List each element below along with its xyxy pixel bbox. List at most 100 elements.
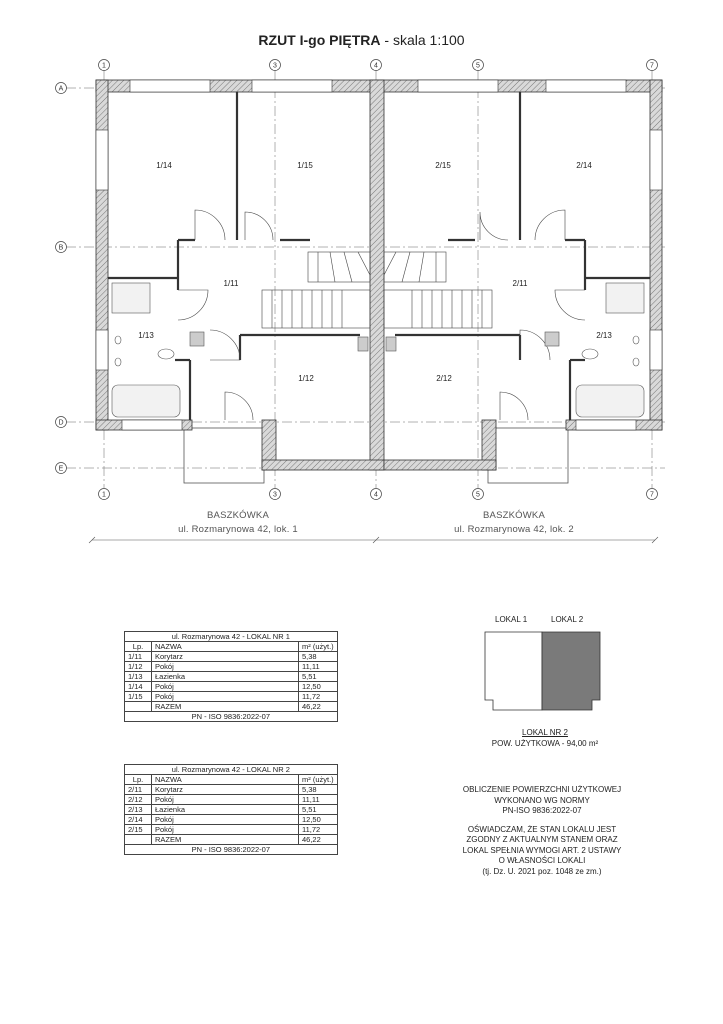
certification-notes: OBLICZENIE POWIERZCHNI UŻYTKOWEJ WYKONAN… [452, 785, 632, 885]
note-line: LOKAL SPEŁNIA WYMOGI ART. 2 USTAWY [462, 845, 622, 855]
note-line: (tj. Dz. U. 2021 poz. 1048 ze zm.) [482, 866, 602, 876]
bathroom-fixtures [111, 282, 645, 418]
interior-walls [108, 92, 650, 420]
total-value: 46,22 [298, 701, 338, 712]
cell-name: Pokój [151, 824, 299, 835]
cell-name: Pokój [151, 794, 299, 805]
cell-area: 5,38 [298, 784, 338, 795]
total-label: RAZEM [151, 834, 299, 845]
unit-1-address: ul. Rozmarynowa 42, lok. 1 [178, 524, 298, 535]
legend-lokal-2-label: LOKAL 2 [551, 615, 584, 624]
unit-2-name: BASZKÓWKA [483, 510, 545, 521]
note-line: O WŁASNOŚCI LOKALI [498, 856, 586, 865]
table-title: ul. Rozmarynowa 42 - LOKAL NR 1 [124, 631, 338, 642]
cell-lp: 2/14 [124, 814, 152, 825]
table-title: ul. Rozmarynowa 42 - LOKAL NR 2 [124, 764, 338, 775]
cell-name: Pokój [151, 681, 299, 692]
staircases [261, 251, 493, 329]
title-scale: - skala 1:100 [380, 32, 465, 48]
room-labels: 1/14 1/15 2/15 2/14 1/11 2/11 1/13 2/13 … [138, 161, 612, 383]
room-label: 1/12 [298, 374, 314, 383]
table-header: Lp. [124, 641, 152, 652]
note-line: WYKONANO WG NORMY [494, 795, 590, 805]
windows [95, 79, 663, 431]
room-label: 1/14 [156, 161, 172, 170]
axis-bottom-3: 3 [273, 492, 277, 499]
axis-markers [55, 59, 658, 500]
legend-caption-title: LOKAL NR 2 [522, 728, 568, 737]
title-bold: RZUT I-go PIĘTRA [258, 32, 381, 48]
statement-note: OŚWIADCZAM, ŻE STAN LOKALU JEST ZGODNY Z… [452, 825, 632, 878]
axis-top-3: 3 [273, 63, 277, 70]
room-label: 1/13 [138, 331, 154, 340]
cell-lp: 2/11 [124, 784, 152, 795]
axis-left-D: D [58, 420, 63, 427]
table-header: m² (użyt.) [298, 774, 338, 785]
axis-bottom-5: 5 [476, 492, 480, 499]
legend-shapes [484, 631, 601, 711]
cell-area: 11,72 [298, 824, 338, 835]
cell-area: 12,50 [298, 814, 338, 825]
room-label: 1/15 [297, 161, 313, 170]
cell-area: 5,51 [298, 804, 338, 815]
cell-lp: 1/13 [124, 671, 152, 682]
axis-bottom-4: 4 [374, 492, 378, 499]
note-line: PN-ISO 9836:2022-07 [502, 806, 582, 815]
cell-lp: 2/15 [124, 824, 152, 835]
legend-lokal-1-label: LOKAL 1 [495, 615, 528, 624]
cell-area: 11,11 [298, 661, 338, 672]
legend-caption-area: POW. UŻYTKOWA - 94,00 m² [491, 739, 599, 748]
axis-top-7: 7 [650, 63, 654, 70]
doors [177, 209, 586, 421]
total-label: RAZEM [151, 701, 299, 712]
cell-area: 11,72 [298, 691, 338, 702]
cell-lp: 1/14 [124, 681, 152, 692]
cell-lp: 1/15 [124, 691, 152, 702]
axis-left-E: E [59, 466, 64, 473]
axis-top-1: 1 [102, 63, 106, 70]
table-header: m² (użyt.) [298, 641, 338, 652]
cell-name: Pokój [151, 691, 299, 702]
norm-note: OBLICZENIE POWIERZCHNI UŻYTKOWEJ WYKONAN… [452, 785, 632, 817]
cell-lp: 2/12 [124, 794, 152, 805]
cell-area: 5,38 [298, 651, 338, 662]
axis-bottom-7: 7 [650, 492, 654, 499]
area-table-lokal-2: ul. Rozmarynowa 42 - LOKAL NR 2 Lp. NAZW… [124, 764, 338, 855]
cell-name: Pokój [151, 814, 299, 825]
legend-lokal-2-shape [541, 631, 601, 711]
table-header: NAZWA [151, 774, 299, 785]
legend-caption: LOKAL NR 2 POW. UŻYTKOWA - 94,00 m² [470, 727, 620, 749]
room-label: 2/11 [513, 279, 529, 288]
total-value: 46,22 [298, 834, 338, 845]
table-norm: PN - ISO 9836:2022-07 [124, 711, 338, 722]
unit-2-address: ul. Rozmarynowa 42, lok. 2 [454, 524, 574, 535]
cell-name: Pokój [151, 661, 299, 672]
area-table-lokal-1: ul. Rozmarynowa 42 - LOKAL NR 1 Lp. NAZW… [124, 631, 338, 722]
axis-left-A: A [59, 86, 64, 93]
cell-name: Korytarz [151, 784, 299, 795]
cell-lp: 1/12 [124, 661, 152, 672]
drawing-title: RZUT I-go PIĘTRA - skala 1:100 [0, 32, 723, 48]
room-label: 2/14 [576, 161, 592, 170]
cell-name: Korytarz [151, 651, 299, 662]
axis-labels: 1 3 4 5 7 1 3 4 5 7 A B D E [58, 63, 654, 499]
room-label: 2/15 [435, 161, 451, 170]
cell-area: 5,51 [298, 671, 338, 682]
cell-name: Łazienka [151, 804, 299, 815]
note-line: ZGODNY Z AKTUALNYM STANEM ORAZ [466, 835, 618, 844]
cell-area: 12,50 [298, 681, 338, 692]
cell-lp: 2/13 [124, 804, 152, 815]
dimension-line [88, 536, 659, 544]
note-line: OBLICZENIE POWIERZCHNI UŻYTKOWEJ [462, 785, 622, 794]
axis-left-B: B [59, 245, 64, 252]
